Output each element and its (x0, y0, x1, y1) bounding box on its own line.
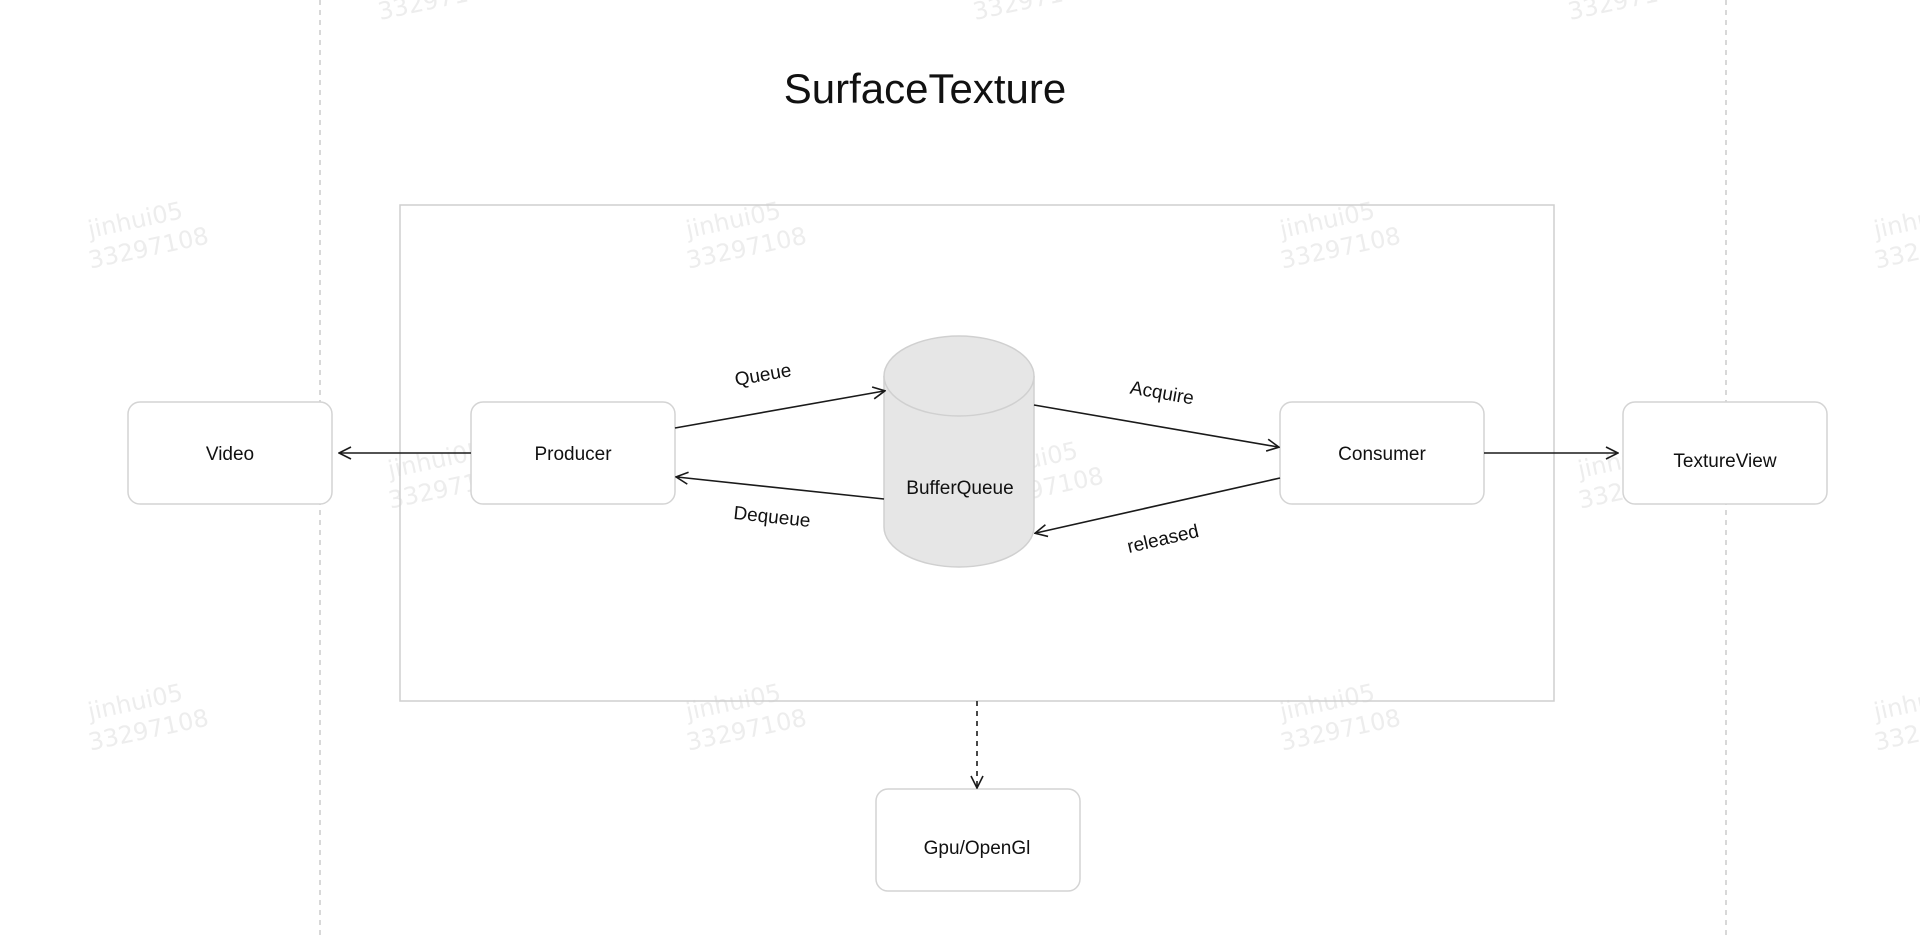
watermark: 33297108 (1565, 0, 1690, 26)
watermark: jinhui05 33297108 (1870, 678, 1920, 756)
texture-view-node: TextureView (1622, 401, 1828, 505)
released-label: released (1125, 521, 1201, 558)
released-arrow (1036, 477, 1281, 533)
consumer-label: Consumer (1338, 444, 1426, 465)
watermark: jinhui05 33297108 (1870, 196, 1920, 274)
watermark: jinhui05 33297108 (84, 196, 211, 274)
watermark-line: 33297108 (1565, 0, 1690, 26)
texture-view-label: TextureView (1673, 451, 1776, 472)
acquire-label: Acquire (1128, 378, 1195, 410)
dequeue-label: Dequeue (732, 503, 811, 532)
queue-label: Queue (733, 360, 793, 391)
acquire-arrow (1033, 404, 1278, 447)
buffer-queue-cylinder: BufferQueue (883, 335, 1035, 568)
gpu-label: Gpu/OpenGl (924, 838, 1031, 859)
watermark-line: 33297108 (375, 0, 500, 26)
watermark-line: jinhui05 (1870, 678, 1920, 726)
watermark: jinhui05 33297108 (1276, 678, 1403, 756)
gpu-node: Gpu/OpenGl (875, 788, 1081, 892)
video-label: Video (206, 444, 254, 465)
watermark: jinhui05 33297108 (682, 678, 809, 756)
buffer-queue-label: BufferQueue (906, 478, 1013, 499)
watermark-line: jinhui05 (1870, 196, 1920, 244)
watermark: 33297108 (970, 0, 1095, 26)
queue-arrow (674, 391, 884, 429)
watermark: jinhui05 33297108 (84, 678, 211, 756)
video-node: Video (127, 401, 333, 505)
consumer-node: Consumer (1279, 401, 1485, 505)
producer-node: Producer (470, 401, 676, 505)
producer-label: Producer (534, 444, 612, 465)
watermark-line: 33297108 (970, 0, 1095, 26)
diagram-title: SurfaceTexture (784, 65, 1066, 112)
dequeue-arrow (677, 477, 885, 500)
watermark: 33297108 (375, 0, 500, 26)
